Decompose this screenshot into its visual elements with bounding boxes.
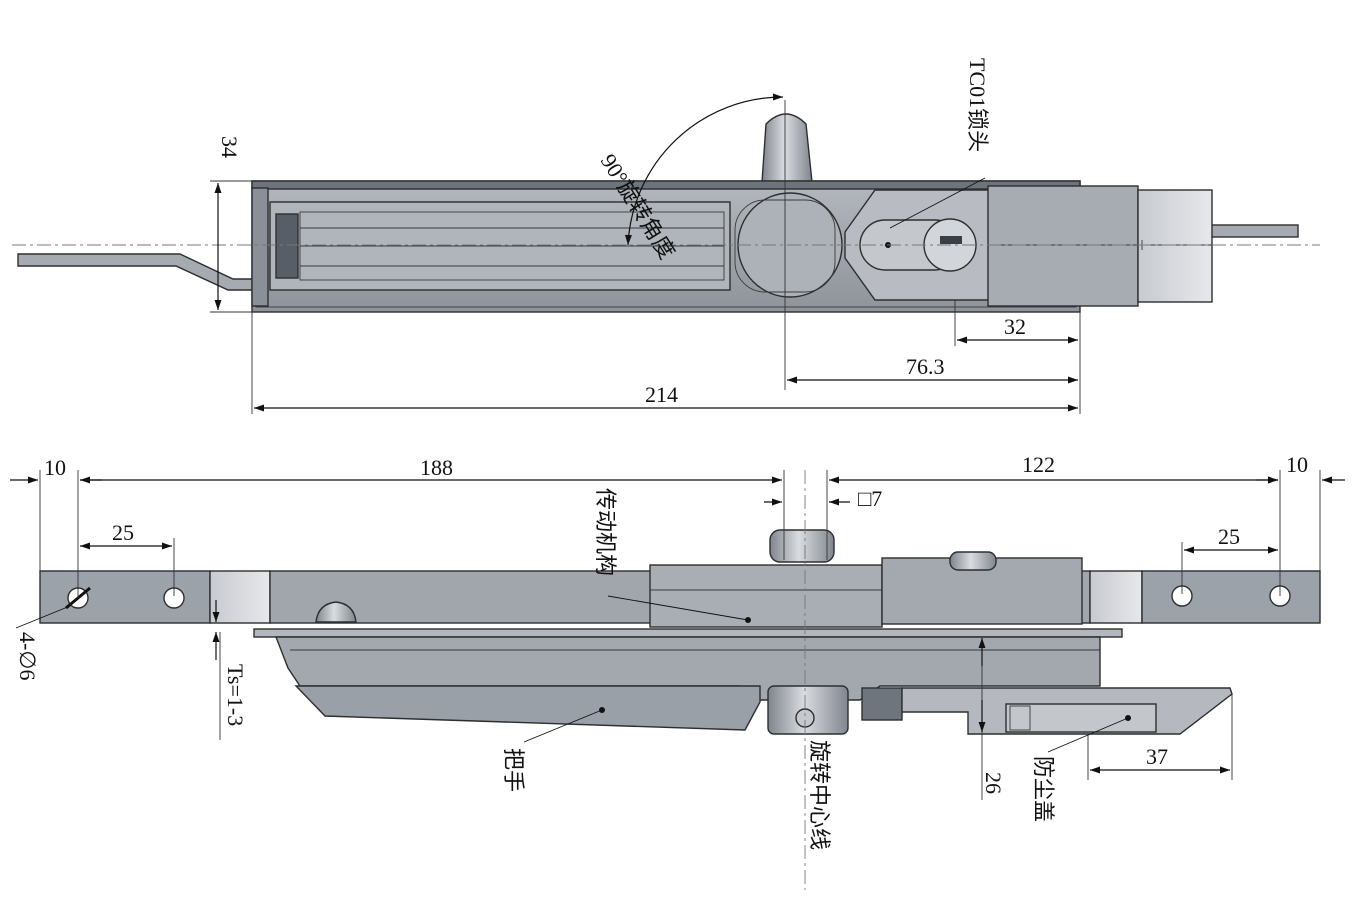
handle-label: 把手: [501, 748, 526, 792]
center-line-label: 旋转中心线: [807, 740, 832, 850]
mechanism-housing: [649, 564, 883, 628]
top-view: 90°旋转角度 TC01锁头 34 32 76.3 214: [12, 58, 1320, 414]
rotation-arc: [624, 93, 784, 246]
dim-10-right: 10: [1286, 452, 1308, 477]
dim-height-34: 34: [217, 136, 242, 158]
dim-square-7: □7: [858, 486, 882, 511]
right-end: [1137, 189, 1213, 303]
dim-25-right: 25: [1218, 524, 1240, 549]
lever-tip: [761, 113, 813, 183]
dim-25-left: 25: [112, 520, 134, 545]
handle-grip: [294, 685, 761, 731]
square-spindle: [769, 529, 835, 563]
dim-214: 214: [645, 382, 678, 407]
mechanism-label: 传动机构: [593, 488, 618, 576]
lock-head-label: TC01锁头: [965, 58, 990, 152]
dim-37: 37: [1146, 744, 1168, 769]
dim-76-3: 76.3: [906, 354, 945, 379]
side-view: 10 188 122 10 □7 25 25 4-∅6 Ts=1-3 26: [10, 452, 1345, 890]
right-block: [987, 185, 1139, 307]
hole-spec: 4-∅6: [15, 632, 40, 681]
screw: [315, 601, 357, 623]
dim-32: 32: [1004, 314, 1026, 339]
plate-thickness: Ts=1-3: [223, 664, 248, 726]
dim-188: 188: [420, 455, 453, 480]
dim-122: 122: [1022, 452, 1055, 477]
right-strip: [1141, 570, 1321, 624]
dim-26: 26: [981, 772, 1006, 794]
dim-10-left: 10: [44, 455, 66, 480]
dust-cover-label: 防尘盖: [1031, 756, 1056, 822]
right-rod: [1204, 224, 1299, 238]
left-rod: [17, 253, 257, 291]
